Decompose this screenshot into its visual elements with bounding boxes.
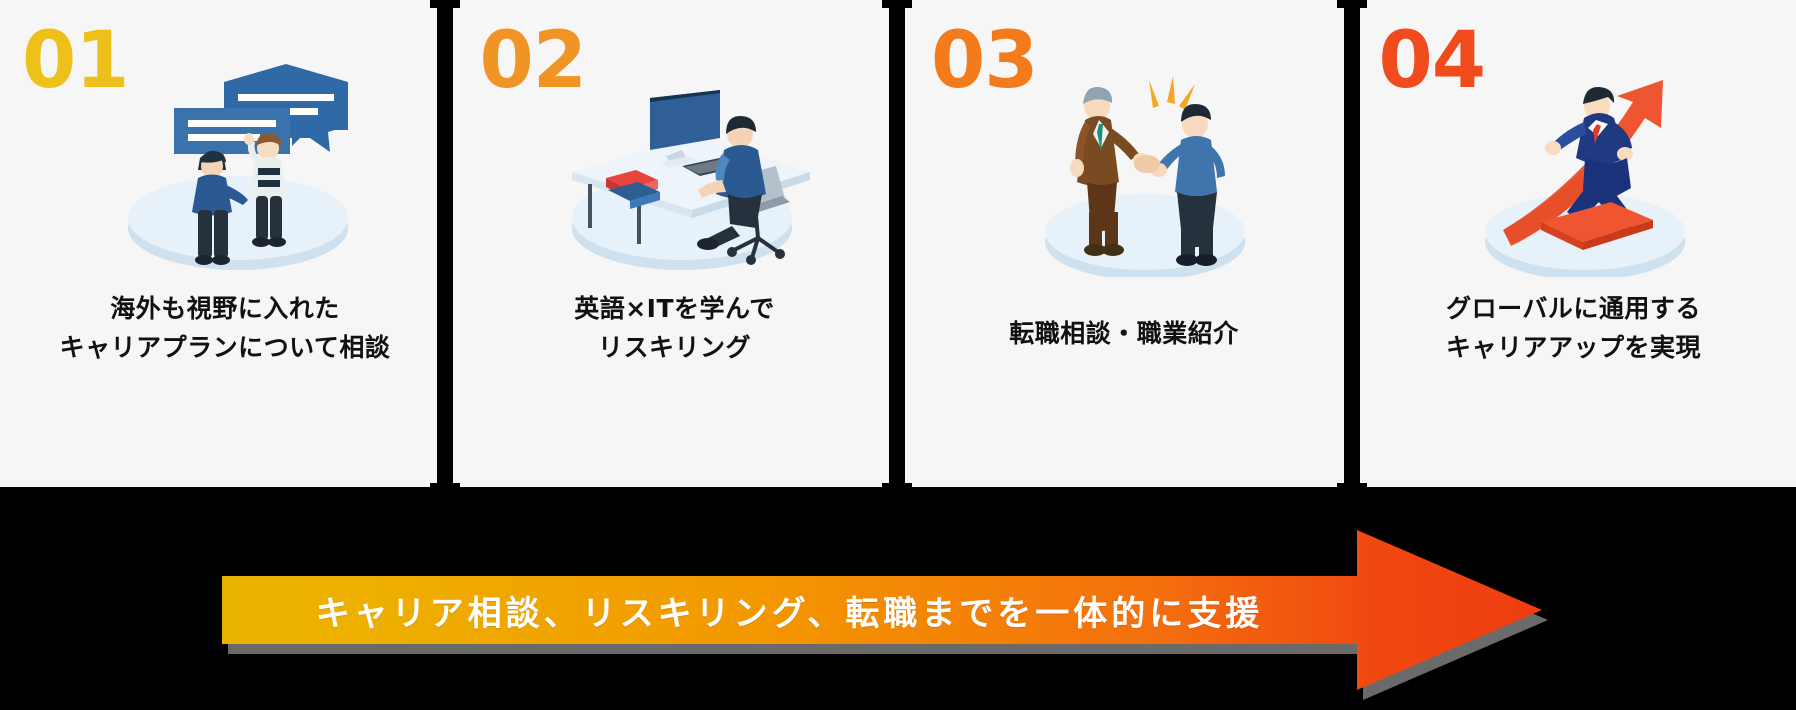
step-number-02: 02 xyxy=(479,16,588,106)
step-caption-02: 英語×ITを学んで リスキリング xyxy=(450,290,900,368)
divider-cap xyxy=(1337,0,1367,8)
step-panel-02: 02 xyxy=(449,0,900,487)
step-caption-02-line1: 英語×ITを学んで xyxy=(574,294,775,323)
step-caption-01: 海外も視野に入れた キャリアプランについて相談 xyxy=(0,290,450,368)
step-panel-01: 01 xyxy=(0,0,448,487)
illustration-01 xyxy=(88,60,388,275)
divider-foot xyxy=(882,483,912,493)
panel-divider-3 xyxy=(1337,0,1367,493)
step-panel-03: 03 xyxy=(899,0,1347,487)
step-caption-03-line1: 転職相談・職業紹介 xyxy=(1009,319,1239,348)
divider-foot xyxy=(1337,483,1367,493)
support-arrow-banner: キャリア相談、リスキリング、転職までを一体的に支援 xyxy=(222,530,1548,710)
illustration-03 xyxy=(989,62,1289,277)
divider-cap xyxy=(430,0,460,8)
step-caption-04-line2: キャリアアップを実現 xyxy=(1445,332,1701,362)
panel-divider-1 xyxy=(430,0,460,493)
step-caption-01-line2: キャリアプランについて相談 xyxy=(59,332,391,362)
step-number-04: 04 xyxy=(1378,16,1487,106)
step-caption-04-line1: グローバルに通用する xyxy=(1446,294,1701,323)
step-caption-01-line1: 海外も視野に入れた xyxy=(110,294,340,323)
step-caption-03: 転職相談・職業紹介 xyxy=(899,315,1349,354)
divider-cap xyxy=(882,0,912,8)
step-number-03: 03 xyxy=(931,16,1039,106)
illustration-02 xyxy=(532,88,832,273)
illustration-04 xyxy=(1445,62,1745,277)
step-panel-04: 04 xyxy=(1348,0,1796,487)
divider-foot xyxy=(430,483,460,493)
step-caption-02-line2: リスキリング xyxy=(597,332,751,362)
step-number-01: 01 xyxy=(22,16,130,106)
arrow-banner-text: キャリア相談、リスキリング、転職までを一体的に支援 xyxy=(315,593,1264,634)
panel-divider-2 xyxy=(882,0,912,493)
step-caption-04: グローバルに通用する キャリアアップを実現 xyxy=(1349,290,1796,368)
